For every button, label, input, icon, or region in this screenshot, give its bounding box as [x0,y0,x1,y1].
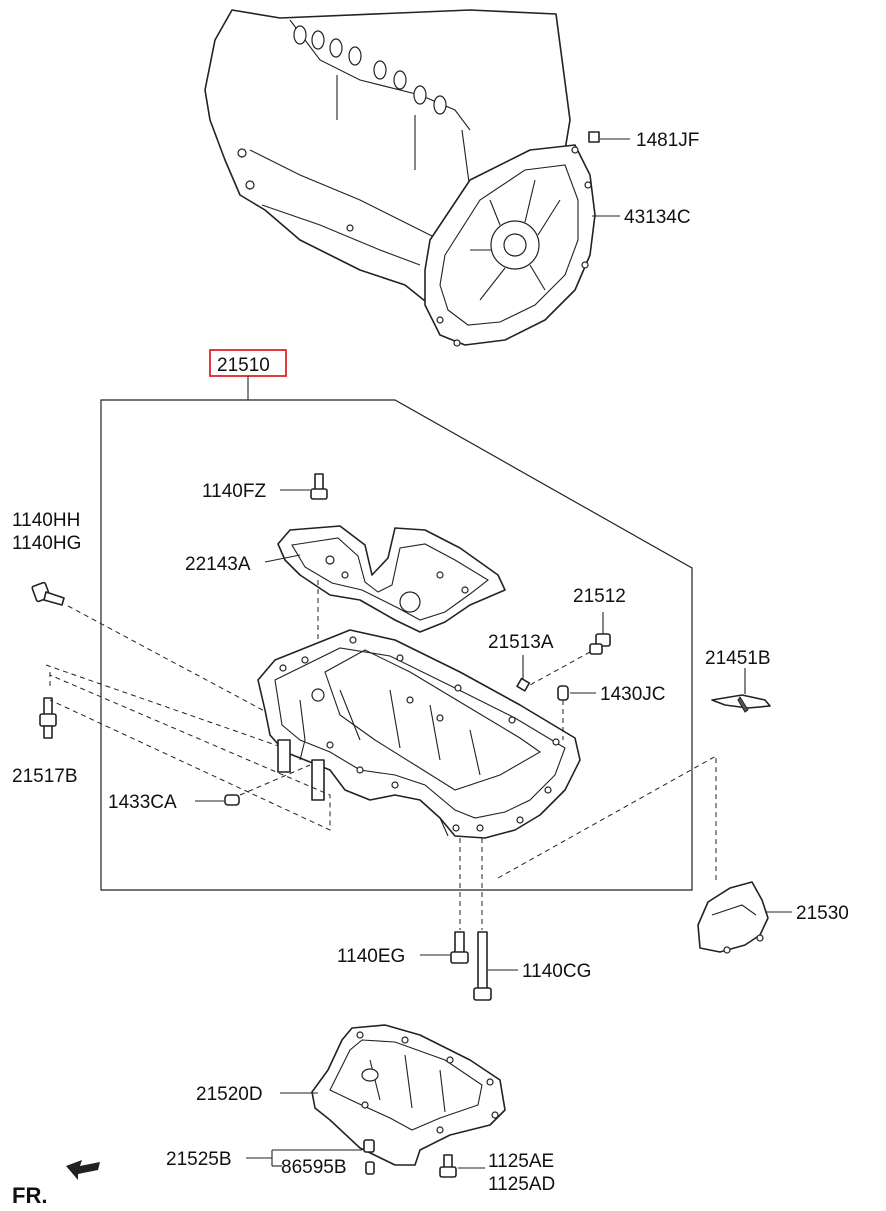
label-43134c: 43134C [624,207,691,228]
label-21512: 21512 [573,586,626,607]
gasket-21513a [516,677,531,692]
label-21510[interactable]: 21510 [217,355,270,376]
bolt-1125ae [439,1154,485,1178]
clip-1481jf [588,131,630,143]
plug-21525b [363,1139,375,1175]
label-86595b: 86595B [281,1157,347,1178]
stud-21517b [39,697,57,739]
label-1125ad: 1125AD [488,1174,555,1195]
label-21517b: 21517B [12,766,78,787]
upper-oil-pan [257,629,581,839]
baffle-plate-22143a [264,525,506,633]
label-21530: 21530 [796,903,849,924]
label-21451b: 21451B [705,648,771,669]
bolt-1140hh [31,581,65,606]
intake-ports [293,25,447,115]
label-21520d: 21520D [196,1084,263,1105]
label-1140hg: 1140HG [12,533,81,554]
label-1125ae: 1125AE [488,1151,554,1172]
label-22143a: 22143A [185,554,251,575]
assembly-boundary [100,399,693,891]
bolt-1140fz [280,473,328,500]
label-1140cg: 1140CG [522,961,591,982]
gauge-guide-21451b [711,668,771,713]
label-1140eg: 1140EG [337,946,405,967]
bolt-1140cg [473,931,518,1001]
dowel-1430jc [557,685,596,701]
cover-21530 [697,881,792,954]
front-direction-label: FR. [12,1183,47,1208]
label-1433ca: 1433CA [108,792,177,813]
label-1140fz: 1140FZ [202,481,266,502]
dowel-1433ca [195,794,240,806]
flywheel-housing [424,144,596,347]
front-arrow-icon [66,1160,100,1180]
label-1481jf: 1481JF [636,130,699,151]
label-1430jc: 1430JC [600,684,666,705]
drain-plug-21512 [589,633,611,655]
label-21513a: 21513A [488,632,554,653]
lower-oil-pan-21520d [280,1024,506,1166]
bolt-1140eg [420,931,469,964]
label-1140hh: 1140HH [12,510,80,531]
label-21525b: 21525B [166,1149,232,1170]
